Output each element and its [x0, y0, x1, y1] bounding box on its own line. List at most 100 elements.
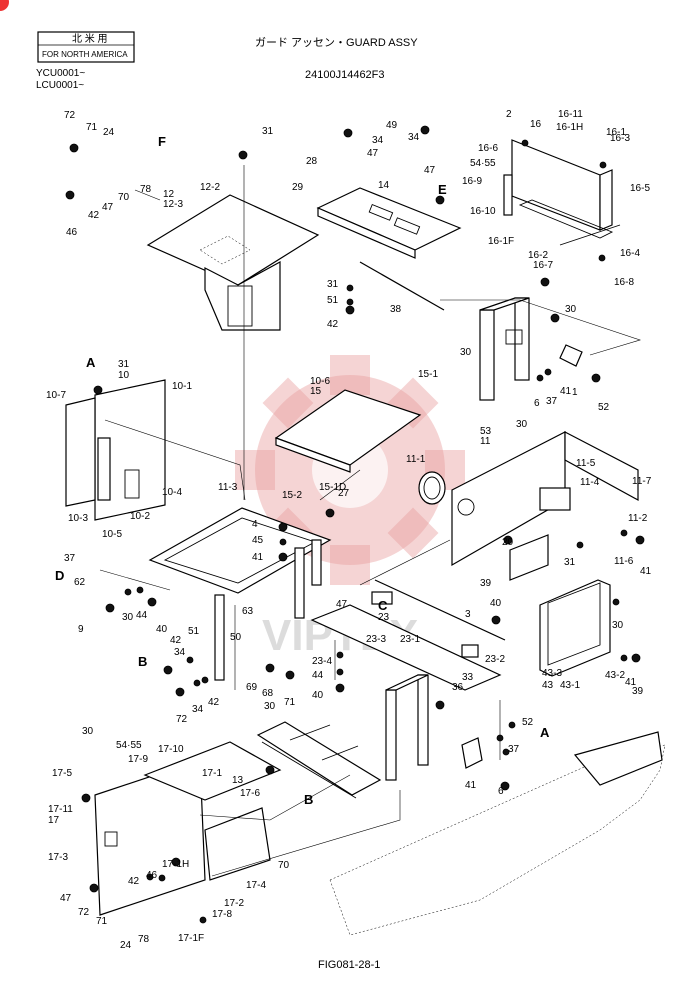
- callout-label: 11: [480, 436, 491, 447]
- callout-label: 40: [156, 624, 168, 635]
- callout-label: 1: [572, 387, 578, 398]
- callout-label: 42: [208, 697, 220, 708]
- callout-label: 30: [516, 419, 528, 430]
- callout-label: 52: [598, 402, 610, 413]
- region-box-line2: FOR NORTH AMERICA: [42, 50, 128, 59]
- callout-label: 43-3: [542, 668, 562, 679]
- callout-label: 53: [480, 426, 492, 437]
- callout-label: 11-3: [218, 482, 238, 493]
- part-11-5-seal: [418, 471, 446, 505]
- callout-label: 39: [480, 578, 492, 589]
- callout-label: 11-5: [576, 458, 596, 469]
- part-14-plate: [316, 187, 462, 259]
- callout-label: 51: [327, 295, 339, 306]
- callout-label: 24: [120, 940, 132, 951]
- callout-label: 11-1: [406, 454, 426, 465]
- callout-label: 71: [96, 916, 108, 927]
- part-11-guard: [451, 431, 639, 567]
- callout-label: 69: [246, 682, 258, 693]
- callout-label: 54·55: [470, 158, 496, 169]
- leader-lines: [99, 165, 641, 877]
- callout-label: 10-3: [68, 513, 88, 524]
- callout-label: 6: [534, 398, 540, 409]
- callout-label: 23: [378, 612, 390, 623]
- callout-label: 30: [565, 304, 577, 315]
- callout-label: 10-1: [172, 381, 192, 392]
- callout-label: 42: [88, 210, 100, 221]
- callout-label: 42: [327, 319, 339, 330]
- callout-label: 71: [86, 122, 98, 133]
- callout-label: 72: [78, 907, 90, 918]
- callout-label: 16-2: [528, 250, 548, 261]
- callout-label: 38: [390, 304, 402, 315]
- callout-label: 9: [78, 624, 84, 635]
- callout-label: 71: [284, 697, 296, 708]
- callout-label: 30: [612, 620, 624, 631]
- callout-label: 23-1: [400, 634, 420, 645]
- callout-label: 78: [140, 184, 152, 195]
- callout-label: 50: [230, 632, 242, 643]
- callout-label: 44: [312, 670, 324, 681]
- region-box: 北 米 用 FOR NORTH AMERICA: [37, 31, 135, 63]
- callout-label: 51: [188, 626, 200, 637]
- callout-label: E: [438, 182, 447, 197]
- callout-label: 31: [564, 557, 576, 568]
- callout-label: 47: [102, 202, 114, 213]
- callout-label: 54·55: [116, 740, 142, 751]
- callout-label: A: [86, 355, 96, 370]
- callout-label: 17-3: [48, 852, 68, 863]
- callout-label: 40: [490, 598, 502, 609]
- callout-label: 17-1F: [178, 933, 204, 944]
- callout-label: 31: [327, 279, 339, 290]
- part-43-panel: [539, 579, 611, 677]
- callout-label: 17-10: [158, 744, 184, 755]
- callout-label: 43: [542, 680, 554, 691]
- callout-label: 40: [312, 690, 324, 701]
- callout-label: 41: [465, 780, 477, 791]
- callout-label: D: [55, 568, 64, 583]
- callout-label: 28: [306, 156, 318, 167]
- figure-id: FIG081-28-1: [318, 959, 380, 971]
- callout-label: 17-1: [202, 768, 222, 779]
- machine-outline: [329, 731, 666, 936]
- callout-label: 49: [386, 120, 398, 131]
- part-10-guard: [65, 379, 166, 521]
- callout-label: 16-10: [470, 206, 496, 217]
- callout-label: 10-5: [102, 529, 122, 540]
- page-title: ガード アッセン・GUARD ASSY: [255, 36, 418, 49]
- callout-label: 16-1F: [488, 236, 514, 247]
- callout-label: 10-4: [162, 487, 182, 498]
- callout-label: 34: [408, 132, 420, 143]
- callout-label: 34: [174, 647, 186, 658]
- callout-label: 10-2: [130, 511, 150, 522]
- callout-label: 16-9: [462, 176, 482, 187]
- part-17-guard: [94, 741, 282, 916]
- callout-label: 17-8: [212, 909, 232, 920]
- callout-label: 20: [502, 537, 514, 548]
- callout-label: 62: [74, 577, 86, 588]
- corner-mark-icon: [0, 0, 9, 11]
- callout-label: 17-2: [224, 898, 244, 909]
- callout-label: 17-5: [52, 768, 72, 779]
- callout-label: A: [540, 725, 550, 740]
- part-3-frame: [310, 604, 502, 781]
- callout-label: 12-2: [200, 182, 220, 193]
- callout-label: 2: [506, 109, 512, 120]
- callout-label: 34: [372, 135, 384, 146]
- callout-label: 17-1H: [162, 859, 189, 870]
- callout-label: 16-1: [606, 127, 626, 138]
- part-12-guard: [146, 194, 320, 331]
- callout-label: 4: [252, 519, 258, 530]
- callout-label: 34: [192, 704, 204, 715]
- callout-label: 15: [310, 386, 322, 397]
- callout-label: 31: [118, 359, 130, 370]
- serial-1: YCU0001~: [36, 68, 85, 79]
- callout-label: 37: [546, 396, 558, 407]
- callout-label: 33: [462, 672, 474, 683]
- part-6-bracket: [461, 737, 483, 769]
- part-2-rod: [359, 261, 445, 311]
- fasteners: [65, 125, 645, 924]
- callout-label: 6: [498, 786, 504, 797]
- callout-label: 13: [232, 775, 244, 786]
